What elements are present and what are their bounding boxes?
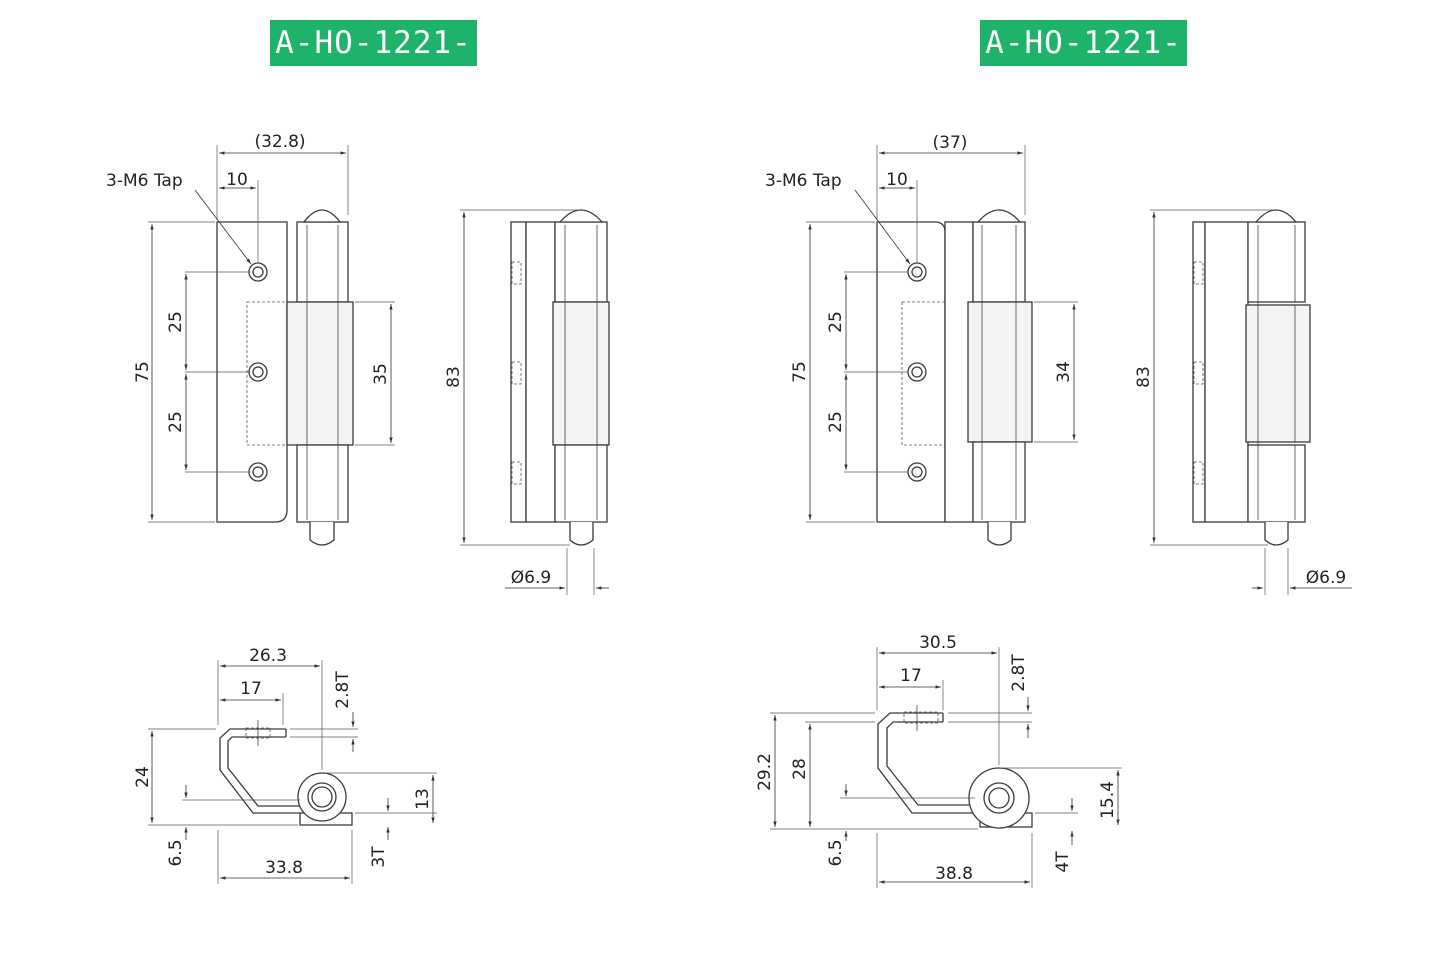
dim-base-thickness-2: 4T (1053, 851, 1073, 873)
dim-thickness-top-2: 2.8T (1009, 654, 1029, 692)
dim-section-height-outer-2: 29.2 (755, 753, 775, 791)
dim-knuckle-1: 35 (371, 363, 391, 385)
dim-pin-dia-1: Ø6.9 (511, 568, 551, 588)
variant-1-section-view (148, 660, 437, 884)
dim-section-width-1: 26.3 (249, 646, 287, 666)
dim-height-1: 75 (133, 361, 153, 383)
dim-flange-1: 17 (240, 679, 262, 699)
dim-offset-2: 6.5 (826, 839, 846, 866)
dim-section-height-1: 24 (133, 766, 153, 788)
dim-pin-height-2: 15.4 (1098, 781, 1118, 819)
dim-total-height-1: 83 (444, 366, 464, 388)
dim-width-overall-1: (32.8) (254, 132, 305, 152)
dim-section-base-1: 33.8 (265, 858, 303, 878)
dim-hole-offset-2: 10 (886, 170, 908, 190)
dim-width-overall-2: (37) (933, 133, 968, 153)
dim-hole-offset-1: 10 (226, 170, 248, 190)
model-label-1: A-HO-1221-1 (270, 20, 477, 107)
dim-section-base-2: 38.8 (935, 864, 973, 884)
dim-pitch-lower-2: 25 (826, 411, 846, 433)
dim-section-width-2: 30.5 (919, 633, 957, 653)
dim-total-height-2: 83 (1134, 366, 1154, 388)
dim-pin-dia-2: Ø6.9 (1306, 568, 1346, 588)
variant-1-front-view (148, 145, 395, 546)
dim-pitch-lower-1: 25 (166, 411, 186, 433)
dim-pin-height-1: 13 (413, 788, 433, 810)
dim-tap-1: 3-M6 Tap (106, 171, 183, 191)
dim-height-2: 75 (790, 361, 810, 383)
variant-2-front-view (806, 145, 1078, 546)
dim-pitch-upper-2: 25 (826, 311, 846, 333)
dim-tap-2: 3-M6 Tap (765, 171, 842, 191)
dim-offset-1: 6.5 (166, 839, 186, 866)
variant-2-section-view (770, 647, 1122, 888)
variant-1-side-view (460, 209, 610, 595)
dim-base-thickness-1: 3T (369, 846, 389, 868)
dim-flange-2: 17 (900, 666, 922, 686)
dim-thickness-top-1: 2.8T (333, 671, 353, 709)
dim-section-height-2: 28 (790, 758, 810, 780)
model-label-2: A-HO-1221-2 (980, 20, 1187, 107)
dim-knuckle-2: 34 (1054, 361, 1074, 383)
variant-2-side-view (1150, 209, 1352, 595)
dim-pitch-upper-1: 25 (166, 311, 186, 333)
